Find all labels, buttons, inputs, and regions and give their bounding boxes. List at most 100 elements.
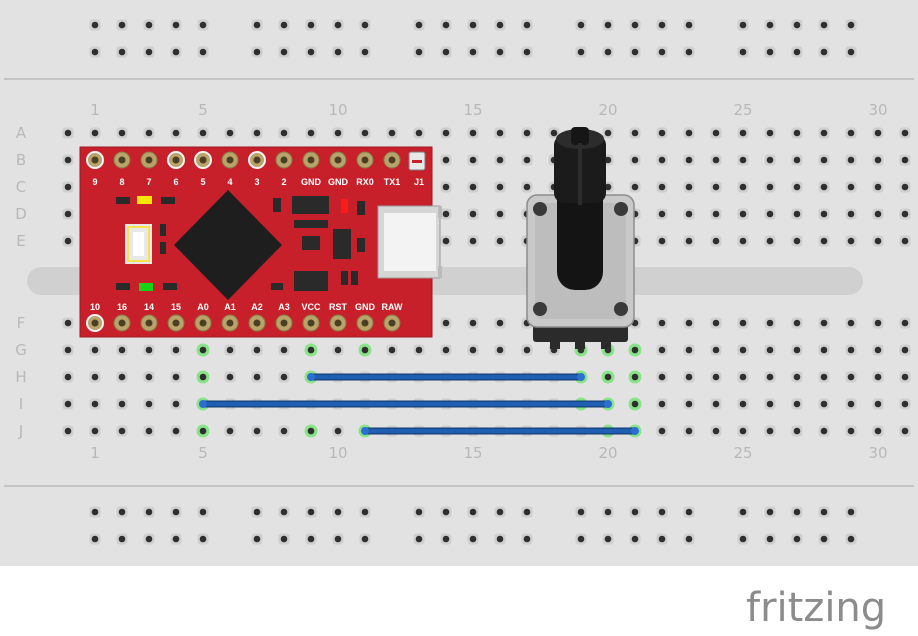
breadboard-hole [523,346,531,354]
pin-label: 3 [254,177,259,187]
breadboard-hole [172,508,180,516]
breadboard-hole [64,129,72,137]
breadboard-hole [496,535,504,543]
pin-label: A1 [224,302,236,312]
breadboard-hole [577,21,585,29]
breadboard-hole [199,21,207,29]
breadboard-hole [739,156,747,164]
wire-end [577,373,585,381]
breadboard-hole [253,346,261,354]
pin-label: 16 [117,302,127,312]
breadboard-hole [766,156,774,164]
pin-label: 10 [90,302,100,312]
breadboard-hole [847,373,855,381]
breadboard-hole [253,373,261,381]
breadboard-hole [685,427,693,435]
breadboard-hole [766,508,774,516]
breadboard-hole [307,508,315,516]
breadboard-hole [361,21,369,29]
breadboard-hole [442,319,450,327]
breadboard-hole [334,129,342,137]
breadboard-hole [820,21,828,29]
breadboard-hole [361,48,369,56]
pin-label: J1 [414,177,424,187]
pin-label: A2 [251,302,263,312]
column-number: 15 [463,101,482,119]
breadboard-hole [172,535,180,543]
breadboard-hole [91,535,99,543]
pot-leg [550,341,560,349]
breadboard-hole [64,183,72,191]
breadboard-hole [874,156,882,164]
pin-label: VCC [301,302,321,312]
breadboard-hole [712,400,720,408]
breadboard-hole [847,535,855,543]
breadboard-hole [631,183,639,191]
breadboard-hole [793,210,801,218]
column-number: 5 [198,101,208,119]
breadboard-hole [469,210,477,218]
header-pin-hole [388,156,396,164]
breadboard-hole [64,346,72,354]
breadboard-hole [712,427,720,435]
pin-label: 8 [119,177,124,187]
breadboard-hole [334,48,342,56]
led-red [341,199,348,213]
breadboard-hole [64,373,72,381]
breadboard-hole [469,129,477,137]
breadboard-hole [658,210,666,218]
connected-hole [307,346,315,354]
pin-label: GND [328,177,349,187]
breadboard-hole [442,156,450,164]
breadboard-hole [442,346,450,354]
connected-hole [307,427,315,435]
breadboard-hole [766,535,774,543]
microcontroller-chip [174,190,282,300]
breadboard-hole [793,129,801,137]
breadboard-hole [631,508,639,516]
row-label: E [16,232,25,250]
breadboard-hole [820,183,828,191]
connected-hole [199,427,207,435]
breadboard-hole [253,129,261,137]
pin-label: GND [355,302,376,312]
breadboard-hole [145,346,153,354]
breadboard-hole [820,400,828,408]
breadboard-hole [145,427,153,435]
breadboard-hole [361,535,369,543]
header-pin-hole [172,319,180,327]
breadboard-labels: 1 5 10 15 20 25 30 1 5 10 15 20 25 30 A … [15,101,887,462]
breadboard-hole [874,237,882,245]
arduino-pro-micro[interactable]: 9 8 7 6 5 4 3 2 GND GND RX0 TX1 J1 10 16… [79,146,442,338]
breadboard-hole [793,156,801,164]
header-pin-hole [118,156,126,164]
breadboard-hole [442,210,450,218]
pot-leg [601,341,611,349]
rotary-potentiometer[interactable] [526,127,635,349]
breadboard-hole [712,237,720,245]
j1-jumper-bridge [412,160,422,163]
breadboard-hole [739,319,747,327]
breadboard-hole [469,21,477,29]
breadboard-hole [118,535,126,543]
breadboard-hole [334,346,342,354]
header-pin-hole [91,319,99,327]
pin-label: A3 [278,302,290,312]
breadboard-hole [739,400,747,408]
wire-end [631,427,639,435]
breadboard-hole [874,183,882,191]
breadboard-hole [685,156,693,164]
breadboard-hole [739,129,747,137]
breadboard-hole [847,21,855,29]
crystal-outline [127,226,150,262]
breadboard-hole [793,183,801,191]
wire-end [307,373,315,381]
breadboard-hole [820,129,828,137]
usb-tab [438,266,442,278]
column-number: 20 [598,101,617,119]
breadboard-hole [91,508,99,516]
breadboard-hole [415,129,423,137]
breadboard-hole [658,129,666,137]
breadboard-hole [64,319,72,327]
column-number: 30 [868,444,887,462]
